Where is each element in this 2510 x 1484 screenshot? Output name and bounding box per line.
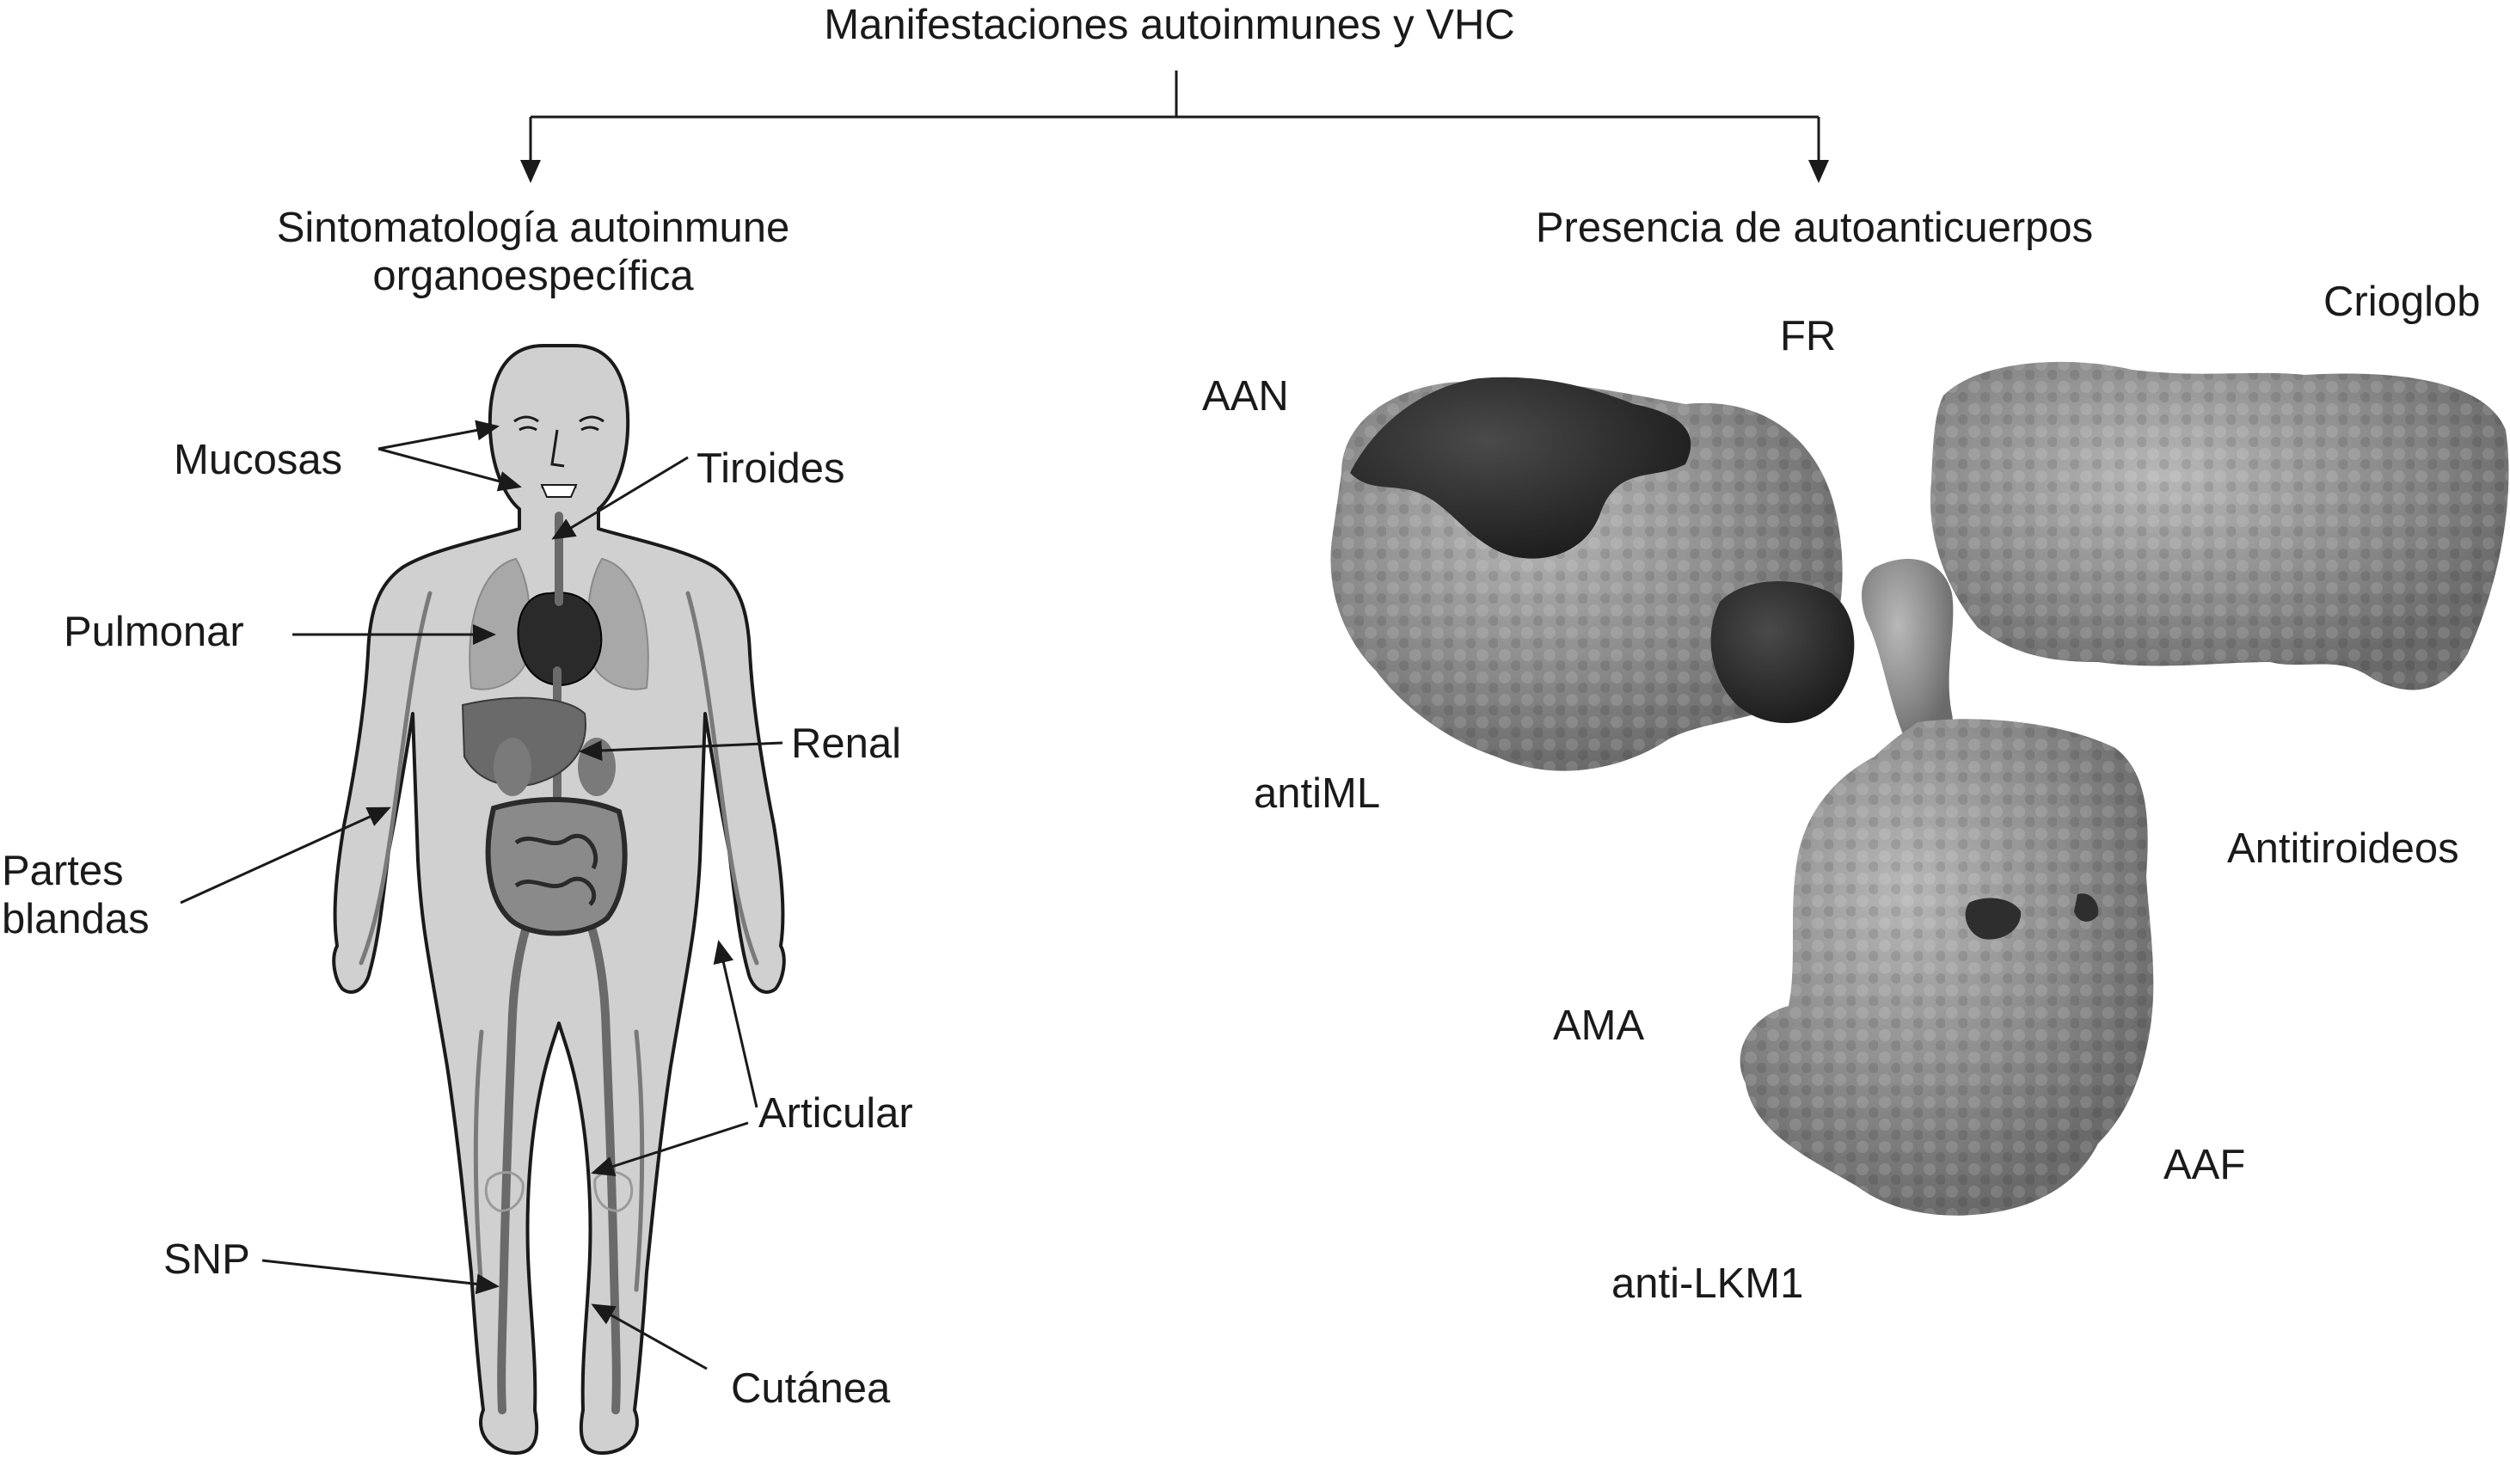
label-aaf: AAF (2163, 1142, 2246, 1188)
tree-connector (520, 71, 1829, 183)
heart (517, 592, 603, 686)
label-snp: SNP (163, 1236, 250, 1283)
antibody-dark-spot (1965, 898, 2022, 940)
label-cutanea: Cutánea (731, 1365, 891, 1412)
label-antiml: antiML (1254, 770, 1381, 817)
label-tiroides: Tiroides (697, 445, 845, 492)
human-body-illustration (332, 344, 786, 1455)
diagram-title: Manifestaciones autoinmunes y VHC (824, 2, 1515, 48)
left-branch-heading-line2: organoespecífica (372, 253, 694, 299)
antibody-illustration (1330, 361, 2509, 1216)
label-crioglob: Crioglob (2323, 279, 2481, 325)
body-pointer-arrows (180, 420, 783, 1371)
label-articular: Articular (758, 1090, 913, 1137)
label-aan: AAN (1202, 373, 1289, 420)
kidney-left (494, 738, 531, 796)
kidney-right (578, 738, 616, 796)
antibody-hinge (1862, 559, 1954, 751)
label-ama: AMA (1553, 1003, 1645, 1049)
label-anti-lkm1: anti-LKM1 (1611, 1260, 1804, 1307)
left-branch-heading-line1: Sintomatología autoinmune (276, 205, 790, 251)
label-partes-line2: blandas (2, 896, 150, 942)
label-pulmonar: Pulmonar (64, 609, 244, 655)
antibody-domain-dark-top (1350, 377, 1691, 559)
label-mucosas: Mucosas (174, 437, 343, 483)
right-branch-heading: Presencia de autoanticuerpos (1535, 205, 2094, 251)
label-renal: Renal (791, 721, 902, 767)
label-partes-line1: Partes (2, 848, 124, 894)
label-antitiroideos: Antitiroideos (2227, 825, 2459, 872)
antibody-domain-dark-hinge (1710, 581, 1855, 724)
intestines (485, 796, 628, 936)
label-fr: FR (1780, 313, 1837, 359)
